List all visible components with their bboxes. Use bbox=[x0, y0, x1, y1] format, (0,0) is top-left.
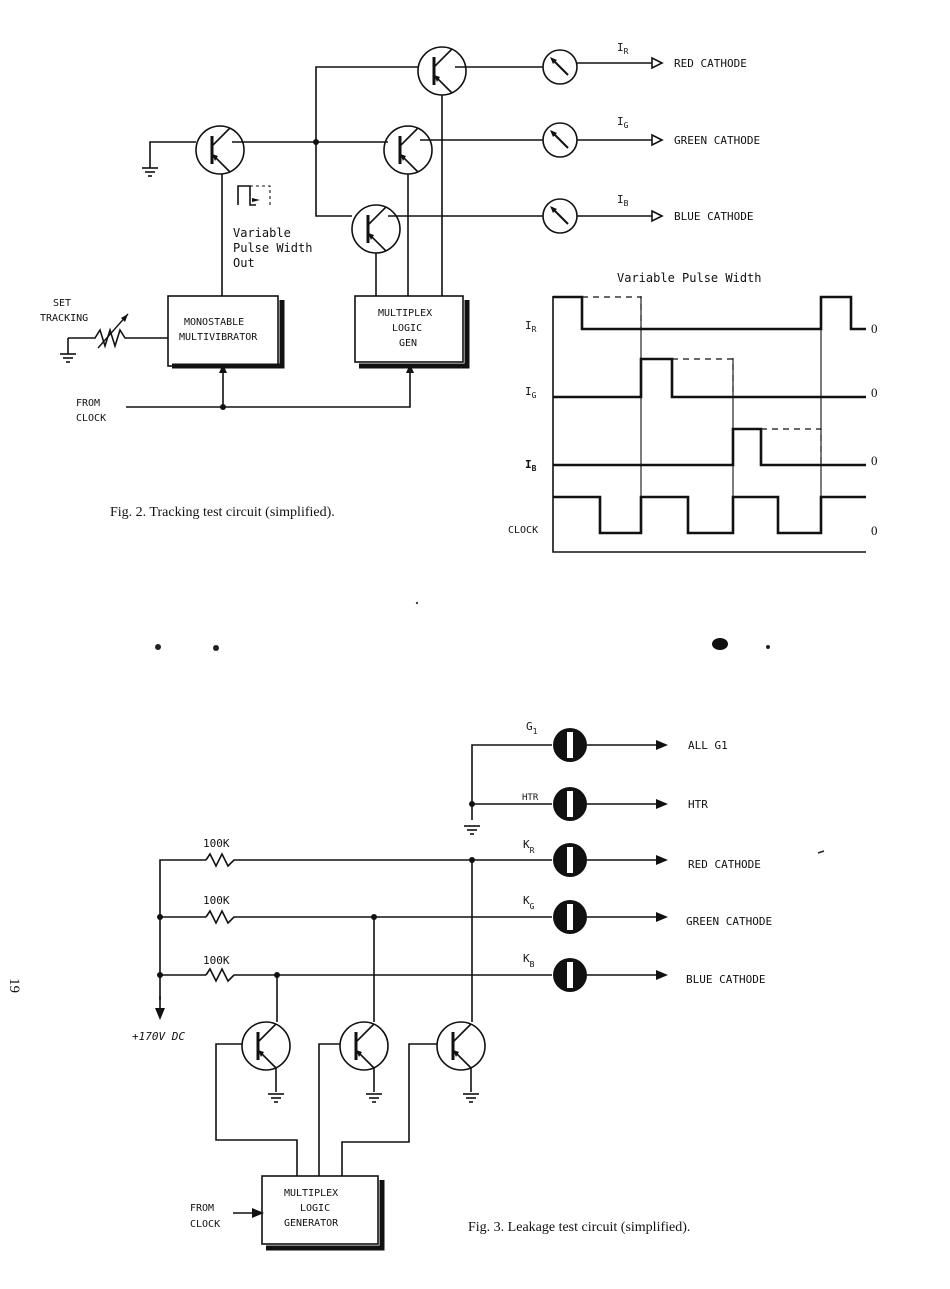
meter-kg-icon bbox=[553, 900, 587, 934]
zero-ig: 0 bbox=[871, 385, 878, 400]
transistor-b-icon bbox=[435, 1020, 487, 1072]
pulse-label-3: Out bbox=[233, 256, 255, 270]
kg-pin-label: KG bbox=[523, 894, 535, 911]
ground-icon bbox=[463, 825, 481, 835]
ground-icon bbox=[267, 1093, 285, 1103]
zero-ir: 0 bbox=[871, 321, 878, 336]
transistor-g-icon bbox=[338, 1020, 390, 1072]
scan-specks bbox=[155, 601, 825, 854]
arrow-icon bbox=[656, 970, 668, 980]
supply-label: +170V DC bbox=[132, 1030, 185, 1043]
gen-label-3: GENERATOR bbox=[284, 1218, 339, 1229]
transistor-g-icon bbox=[382, 124, 434, 176]
timing-clock-label: CLOCK bbox=[508, 525, 538, 536]
arrow-icon bbox=[656, 855, 668, 865]
blue-cathode-label: BLUE CATHODE bbox=[674, 210, 753, 223]
clock-label: CLOCK bbox=[190, 1219, 220, 1230]
htr-label: HTR bbox=[688, 798, 708, 811]
from-label: FROM bbox=[190, 1203, 214, 1214]
all-g1-label: ALL G1 bbox=[688, 739, 728, 752]
ir-label: IR bbox=[617, 41, 629, 56]
green-cathode-label: GREEN CATHODE bbox=[686, 915, 772, 928]
page-number: 19 bbox=[6, 978, 22, 993]
zero-clock: 0 bbox=[871, 523, 878, 538]
meter-kb-icon bbox=[553, 958, 587, 992]
mux-label-3: GEN bbox=[399, 338, 417, 349]
htr-pin-label: HTR bbox=[522, 793, 539, 803]
gen-label-2: LOGIC bbox=[300, 1203, 330, 1214]
g1-pin-label: G1 bbox=[526, 720, 538, 736]
monostable-label-2: MULTIVIBRATOR bbox=[179, 332, 258, 343]
transistor-r-icon bbox=[240, 1020, 292, 1072]
fig2-caption: Fig. 2. Tracking test circuit (simplifie… bbox=[110, 505, 335, 520]
arrow-icon bbox=[651, 134, 663, 146]
fig3-caption: Fig. 3. Leakage test circuit (simplified… bbox=[468, 1220, 690, 1235]
transistor-r-icon bbox=[416, 45, 468, 97]
timing-diagram: Variable Pulse Width bbox=[552, 271, 866, 553]
set-label: SET bbox=[53, 298, 71, 309]
ib-label: IB bbox=[617, 193, 629, 208]
red-cathode-label: RED CATHODE bbox=[674, 57, 747, 70]
transistor-b-icon bbox=[350, 203, 402, 255]
kr-pin-label: KR bbox=[523, 838, 535, 855]
meter-r-icon bbox=[542, 49, 578, 85]
fig3-circuit bbox=[155, 728, 668, 1251]
from-label: FROM bbox=[76, 398, 100, 409]
pulse-icon bbox=[237, 185, 271, 206]
arrow-icon bbox=[651, 57, 663, 69]
red-cathode-label: RED CATHODE bbox=[688, 858, 761, 871]
gen-label-1: MULTIPLEX bbox=[284, 1188, 338, 1199]
arrow-icon bbox=[656, 912, 668, 922]
timing-ig-label: IG bbox=[525, 385, 537, 400]
tracking-label: TRACKING bbox=[40, 313, 88, 324]
ground-icon bbox=[59, 353, 77, 363]
timing-ib-label: IB bbox=[525, 458, 537, 473]
mux-label-2: LOGIC bbox=[392, 323, 422, 334]
meter-g1-icon bbox=[553, 728, 587, 762]
kb-pin-label: KB bbox=[523, 952, 535, 969]
meter-b-icon bbox=[542, 198, 578, 234]
blue-cathode-label: BLUE CATHODE bbox=[686, 973, 765, 986]
resistor-label: 100K bbox=[203, 954, 230, 967]
green-cathode-label: GREEN CATHODE bbox=[674, 134, 760, 147]
zero-ib: 0 bbox=[871, 453, 878, 468]
pulse-label-2: Pulse Width bbox=[233, 241, 312, 255]
ground-icon bbox=[462, 1093, 480, 1103]
resistor-label: 100K bbox=[203, 837, 230, 850]
fig2-circuit bbox=[59, 45, 663, 410]
arrow-icon bbox=[656, 740, 668, 750]
meter-htr-icon bbox=[553, 787, 587, 821]
pulse-label-1: Variable bbox=[233, 226, 291, 240]
ground-icon bbox=[365, 1093, 383, 1103]
timing-title: Variable Pulse Width bbox=[617, 271, 762, 285]
mux-label-1: MULTIPLEX bbox=[378, 308, 432, 319]
ig-label: IG bbox=[617, 115, 629, 130]
arrow-icon bbox=[651, 210, 663, 222]
transistor-icon bbox=[194, 124, 246, 176]
timing-ir-label: IR bbox=[525, 319, 537, 334]
monostable-label-1: MONOSTABLE bbox=[184, 317, 244, 328]
meter-kr-icon bbox=[553, 843, 587, 877]
arrow-icon bbox=[656, 799, 668, 809]
meter-g-icon bbox=[542, 122, 578, 158]
clock-label: CLOCK bbox=[76, 413, 106, 424]
ground-icon bbox=[141, 167, 159, 177]
resistor-label: 100K bbox=[203, 894, 230, 907]
